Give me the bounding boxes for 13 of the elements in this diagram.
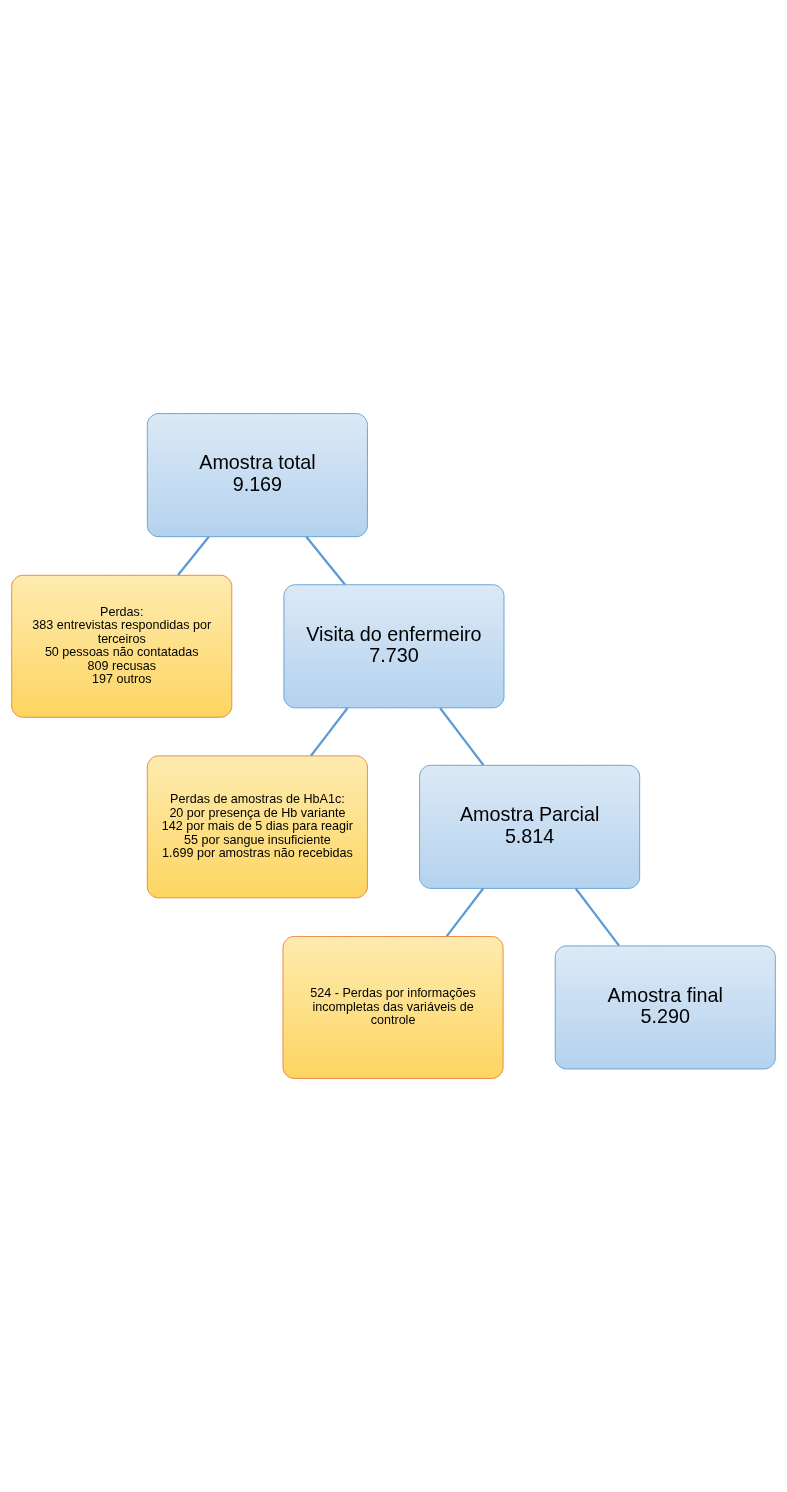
connector bbox=[310, 707, 349, 757]
connector bbox=[445, 887, 485, 938]
node-box: Perdas: 383 entrevistas respondidas por terceiros 50 pessoas não contatadas 809 recusas 197 outros bbox=[11, 574, 233, 718]
node-box: Amostra final 5.290 bbox=[554, 945, 776, 1070]
connector bbox=[177, 536, 210, 576]
connector bbox=[305, 536, 346, 586]
node-box: Visita do enfermeiro 7.730 bbox=[283, 584, 505, 709]
connector bbox=[574, 887, 620, 947]
node-box: Amostra total 9.169 bbox=[146, 413, 368, 538]
node-box: Perdas de amostras de HbA1c: 20 por presença de Hb variante 142 por mais de 5 dias para reagir 55 por sangue insuficiente 1.699 por amostras não recebidas bbox=[146, 755, 368, 899]
connector bbox=[439, 707, 485, 766]
node-box: 524 - Perdas por informações incompletas das variáveis de controle bbox=[282, 936, 504, 1079]
node-box: Amostra Parcial 5.814 bbox=[419, 764, 641, 889]
